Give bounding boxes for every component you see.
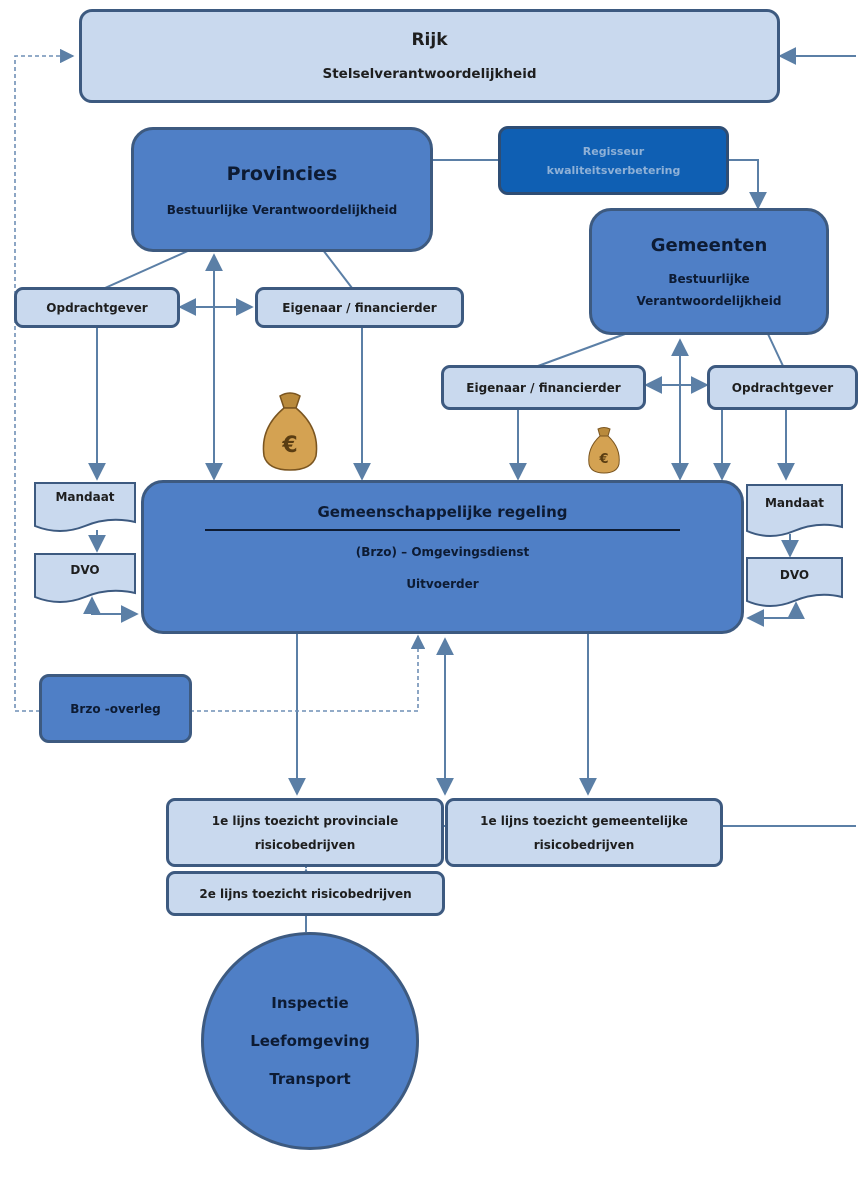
toezicht-tweedelijns-box: 2e lijns toezicht risicobedrijven [166, 871, 445, 916]
rijk-subtitle: Stelselverantwoordelijkheid [322, 66, 537, 82]
gemeenten-line1: Bestuurlijke [668, 272, 750, 286]
brzo-rijk-dashed-arrow [14, 48, 75, 712]
toezicht-2e-label: 2e lijns toezicht risicobedrijven [199, 886, 412, 901]
rijk-title: Rijk [411, 30, 448, 50]
ilt-line3: Transport [269, 1070, 351, 1088]
money-bag-small-icon: € [586, 426, 622, 474]
brzo-gr-dashed-arrow [190, 634, 426, 712]
left-mandaat-doc: Mandaat [34, 482, 136, 534]
prov-eigenaar-label: Eigenaar / financierder [282, 300, 437, 315]
left-mandaat-label: Mandaat [55, 490, 115, 504]
gemeenten-opdrachtgever-link [767, 333, 784, 367]
right-dvo-gr-arrow [746, 601, 805, 627]
ilt-line2: Leefomgeving [250, 1032, 370, 1050]
regisseur-gemeenten-link [727, 159, 767, 210]
gemeenten-title: Gemeenten [650, 235, 768, 256]
rijk-box: Rijk Stelselverantwoordelijkheid [79, 9, 780, 103]
gemeenten-box: Gemeenten Bestuurlijke Verantwoordelijkh… [589, 208, 829, 335]
provincies-opdrachtgever-link [104, 249, 191, 289]
prov-opdrachtgever-box: Opdrachtgever [14, 287, 180, 328]
gem-eigenaar-box: Eigenaar / financierder [441, 365, 646, 410]
toezicht-gem-line2: risicobedrijven [533, 837, 635, 852]
gr-line1: (Brzo) – Omgevingsdienst [355, 545, 530, 559]
gr-divider [205, 529, 680, 531]
provincies-subtitle: Bestuurlijke Verantwoordelijkheid [166, 202, 398, 217]
toezicht-prov-line2: risicobedrijven [254, 837, 356, 852]
provincies-box: Provincies Bestuurlijke Verantwoordelijk… [131, 127, 433, 252]
gem-eigenaar-label: Eigenaar / financierder [466, 380, 621, 395]
money-bag-small-symbol: € [598, 452, 608, 467]
brzo-overleg-label: Brzo -overleg [70, 701, 161, 716]
provincies-title: Provincies [226, 162, 338, 185]
toezicht-gem-line1: 1e lijns toezicht gemeentelijke [480, 813, 688, 828]
brzo-overleg-box: Brzo -overleg [39, 674, 192, 743]
right-mandaat-label: Mandaat [764, 496, 825, 510]
toezicht-prov-line1: 1e lijns toezicht provinciale [211, 813, 399, 828]
gemeenschappelijke-regeling-box: Gemeenschappelijke regeling (Brzo) – Omg… [141, 480, 744, 634]
ilt-line1: Inspectie [271, 994, 349, 1012]
toezicht-gemeentelijk-box: 1e lijns toezicht gemeentelijke risicobe… [445, 798, 723, 867]
money-bag-large-symbol: € [281, 433, 297, 458]
right-mandaat-doc: Mandaat [746, 484, 843, 540]
gr-line2: Uitvoerder [406, 577, 479, 591]
gemeenten-line2: Verantwoordelijkheid [636, 294, 782, 308]
left-dvo-doc: DVO [34, 553, 136, 605]
gr-title: Gemeenschappelijke regeling [317, 503, 568, 521]
prov-eigenaar-box: Eigenaar / financierder [255, 287, 464, 328]
prov-opdrachtgever-label: Opdrachtgever [46, 300, 148, 315]
provincies-eigenaar-link [322, 249, 353, 289]
regisseur-box: Regisseur kwaliteitsverbetering [498, 126, 729, 195]
right-dvo-label: DVO [779, 568, 810, 582]
left-dvo-gr-arrow [83, 596, 139, 623]
left-dvo-label: DVO [70, 563, 100, 577]
toezicht-provinciaal-box: 1e lijns toezicht provinciale risicobedr… [166, 798, 444, 867]
money-bag-large-icon: € [258, 390, 322, 472]
gemeenten-eigenaar-link [537, 333, 626, 367]
gem-opdrachtgever-label: Opdrachtgever [731, 380, 834, 395]
regisseur-line2: kwaliteitsverbetering [546, 163, 681, 177]
regisseur-line1: Regisseur [582, 144, 645, 158]
ilt-circle: Inspectie Leefomgeving Transport [201, 932, 419, 1150]
gem-opdrachtgever-box: Opdrachtgever [707, 365, 858, 410]
right-dvo-doc: DVO [746, 557, 843, 609]
